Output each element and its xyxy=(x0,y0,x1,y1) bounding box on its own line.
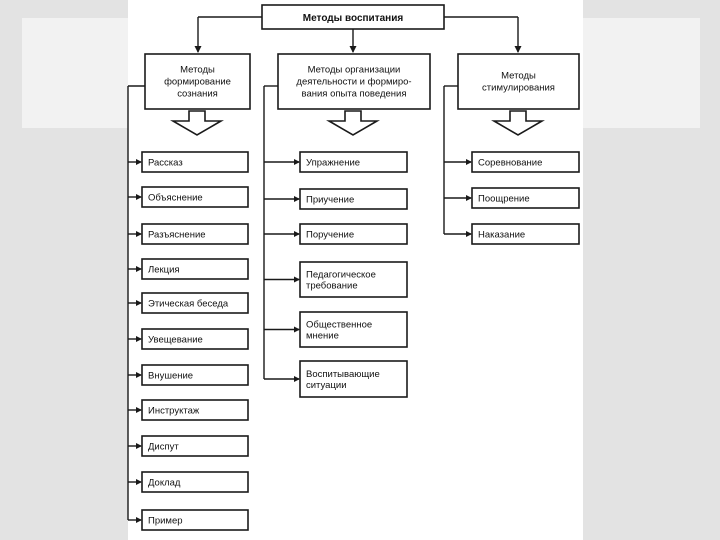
arrow-head xyxy=(136,443,142,449)
group-box xyxy=(144,53,251,110)
method-box xyxy=(141,328,249,350)
arrow-head xyxy=(194,46,202,53)
method-box xyxy=(299,360,408,398)
method-label: Пример xyxy=(148,516,183,527)
method-label: Упражнение xyxy=(306,158,360,169)
method-box xyxy=(141,399,249,421)
method-label: Приучение xyxy=(306,195,354,206)
group-title: сознания xyxy=(177,89,218,100)
method-label: Внушение xyxy=(148,371,193,382)
method-label: Объяснение xyxy=(148,193,203,204)
block-arrow xyxy=(170,110,224,136)
group-box xyxy=(457,53,580,110)
arrow-head xyxy=(294,231,300,237)
method-box xyxy=(141,186,249,208)
method-box xyxy=(141,364,249,386)
method-label: Педагогическое xyxy=(306,270,376,281)
method-box xyxy=(141,223,249,245)
method-box xyxy=(299,223,408,245)
method-box xyxy=(141,258,249,280)
method-label: Увещевание xyxy=(148,335,203,346)
arrow-head xyxy=(136,407,142,413)
arrow-head xyxy=(136,517,142,523)
group-title: формирование xyxy=(164,77,231,88)
arrow-head xyxy=(136,336,142,342)
method-label: Воспитывающие xyxy=(306,369,380,380)
group-title: вания опыта поведения xyxy=(302,89,407,100)
method-label: Лекция xyxy=(148,265,180,276)
method-label: Этическая беседа xyxy=(148,299,229,310)
method-box xyxy=(299,188,408,210)
method-label: Общественное xyxy=(306,320,372,331)
arrow-head xyxy=(136,372,142,378)
block-arrow xyxy=(491,110,545,136)
method-box xyxy=(141,435,249,457)
group-title: Методы xyxy=(180,65,215,76)
root-title: Методы воспитания xyxy=(303,13,404,24)
method-label: Поощрение xyxy=(478,194,530,205)
arrow-head xyxy=(466,159,472,165)
arrow-head xyxy=(466,231,472,237)
method-box xyxy=(141,292,249,314)
method-label: Доклад xyxy=(148,478,181,489)
method-box xyxy=(299,311,408,348)
method-box xyxy=(141,471,249,493)
method-label: Рассказ xyxy=(148,158,183,169)
method-label: Поручение xyxy=(306,230,354,241)
group-title: стимулирования xyxy=(482,83,555,94)
method-box xyxy=(471,187,580,209)
method-box xyxy=(299,261,408,298)
arrow-head xyxy=(136,479,142,485)
arrow-head xyxy=(294,196,300,202)
group-box xyxy=(277,53,431,110)
method-label: требование xyxy=(306,281,358,292)
arrow-head xyxy=(136,194,142,200)
arrow-head xyxy=(136,159,142,165)
block-arrow xyxy=(326,110,380,136)
arrow-head xyxy=(349,46,357,53)
method-box xyxy=(141,151,249,173)
method-label: мнение xyxy=(306,331,339,342)
method-box xyxy=(471,151,580,173)
arrow-head xyxy=(294,159,300,165)
group-title: Методы организации xyxy=(308,65,401,76)
arrow-head xyxy=(294,326,300,333)
method-label: ситуации xyxy=(306,380,347,391)
method-label: Наказание xyxy=(478,230,525,241)
arrow-head xyxy=(294,376,300,382)
arrow-head xyxy=(136,231,142,237)
method-label: Диспут xyxy=(148,442,179,453)
arrow-head xyxy=(136,300,142,306)
method-box xyxy=(471,223,580,245)
arrow-head xyxy=(294,276,300,283)
group-title: Методы xyxy=(501,71,536,82)
method-label: Инструктаж xyxy=(148,406,200,417)
arrow-head xyxy=(466,195,472,201)
method-box xyxy=(299,151,408,173)
method-label: Соревнование xyxy=(478,158,542,169)
arrow-head xyxy=(514,46,522,53)
group-title: деятельности и формиро- xyxy=(296,77,411,88)
arrow-head xyxy=(136,266,142,272)
method-label: Разъяснение xyxy=(148,230,206,241)
method-box xyxy=(141,509,249,531)
